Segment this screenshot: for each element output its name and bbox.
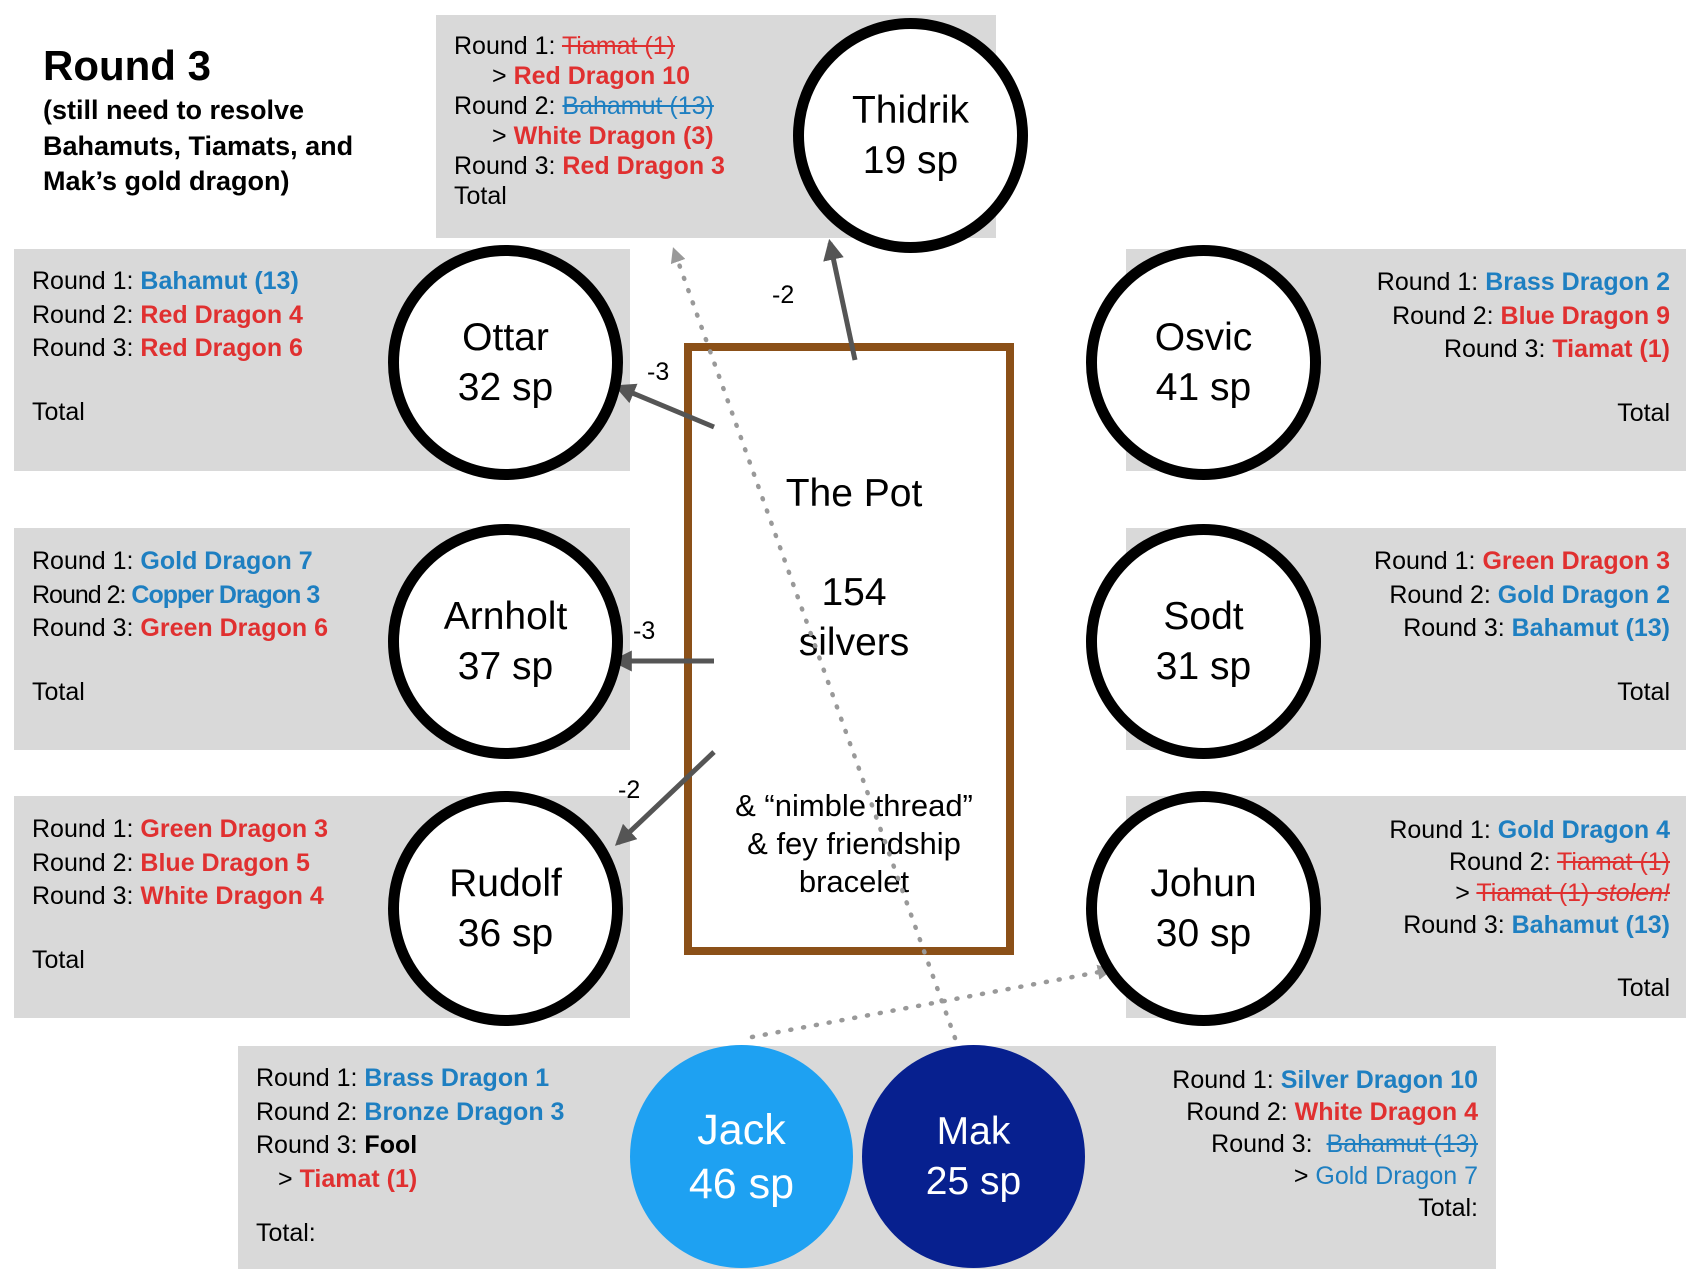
thidrik-token: Thidrik 19 sp [793, 18, 1028, 253]
struck-entry: Bahamut (13) [562, 92, 714, 120]
thidrik-rounds: Round 1: Tiamat (1) > Red Dragon 10 Roun… [454, 32, 725, 210]
player-name: Sodt [1163, 594, 1244, 638]
page-subtitle: (still need to resolve Bahamuts, Tiamats… [43, 93, 353, 200]
player-name: Johun [1150, 861, 1257, 905]
player-silver: 36 sp [457, 911, 554, 955]
pot-to-rudolf-arrow [614, 750, 716, 846]
ottar-rounds: Round 1: Bahamut (13) Round 2: Red Drago… [32, 267, 303, 362]
player-silver: 30 sp [1155, 911, 1252, 955]
pot-to-thidrik-arrow [823, 238, 858, 361]
player-silver: 32 sp [457, 365, 554, 409]
arnholt-rounds: Round 1: Gold Dragon 7 Round 2: Copper D… [32, 547, 328, 642]
arnholt-arrow-label: -3 [633, 617, 656, 645]
subtitle-line: Bahamuts, Tiamats, and [43, 130, 354, 161]
sodt-total: Total [1617, 678, 1670, 706]
player-silver: 19 sp [862, 138, 959, 182]
pot-to-ottar-arrow [614, 383, 715, 430]
pot-box [684, 343, 1014, 955]
player-silver: 37 sp [457, 644, 554, 688]
page-title: Round 3 [43, 42, 211, 89]
rudolf-token: Rudolf 36 sp [388, 791, 623, 1026]
thidrik-arrow-label: -2 [772, 281, 795, 309]
player-silver: 31 sp [1155, 644, 1252, 688]
pot-item: bracelet [798, 864, 910, 899]
johun-rounds: Round 1: Gold Dragon 4 Round 2: Tiamat (… [1389, 816, 1670, 939]
sodt-token: Sodt 31 sp [1086, 524, 1321, 759]
mak-rounds: Round 1: Silver Dragon 10 Round 2: White… [1172, 1066, 1478, 1222]
rudolf-rounds: Round 1: Green Dragon 3 Round 2: Blue Dr… [32, 815, 328, 910]
jack-to-johun-dotted-arrow [749, 964, 1114, 1040]
jack-token: Jack 46 sp [630, 1045, 853, 1268]
rudolf-arrow-label: -2 [618, 776, 641, 804]
mak-token: Mak 25 sp [862, 1045, 1085, 1268]
mak-to-thidrik-dotted-arrow [670, 247, 958, 1041]
pot-item: & “nimble thread” [735, 788, 973, 823]
ottar-total: Total [32, 398, 85, 426]
pot-items: & “nimble thread” & fey friendship brace… [704, 787, 1004, 901]
rudolf-total: Total [32, 946, 85, 974]
struck-entry: Tiamat (1) [1557, 847, 1670, 876]
player-name: Ottar [462, 315, 549, 359]
pot-amount: 154 [821, 571, 887, 614]
pot-item: & fey friendship [747, 826, 961, 861]
arnholt-token: Arnholt 37 sp [388, 524, 623, 759]
osvic-token: Osvic 41 sp [1086, 245, 1321, 480]
ottar-arrow-label: -3 [647, 358, 670, 386]
player-silver: 46 sp [688, 1159, 795, 1208]
player-silver: 41 sp [1155, 365, 1252, 409]
subtitle-line: Mak’s gold dragon) [43, 166, 290, 196]
pot-label: The Pot [785, 472, 923, 515]
osvic-total: Total [1617, 399, 1670, 427]
johun-token: Johun 30 sp [1086, 791, 1321, 1026]
jack-rounds: Round 1: Brass Dragon 1 Round 2: Bronze … [256, 1064, 565, 1193]
thidrik-total: Total [454, 182, 507, 210]
arnholt-total: Total [32, 678, 85, 706]
sodt-rounds: Round 1: Green Dragon 3 Round 2: Gold Dr… [1374, 547, 1670, 642]
player-name: Jack [697, 1105, 786, 1154]
player-name: Arnholt [443, 594, 568, 638]
subtitle-line: (still need to resolve [43, 95, 305, 125]
jack-total: Total: [256, 1219, 316, 1247]
ottar-token: Ottar 32 sp [388, 245, 623, 480]
osvic-rounds: Round 1: Brass Dragon 2 Round 2: Blue Dr… [1376, 268, 1670, 363]
struck-entry: Tiamat (1) [561, 32, 675, 60]
mak-total: Total: [1418, 1194, 1478, 1222]
player-name: Rudolf [449, 861, 562, 905]
struck-entry: Bahamut (13) [1326, 1130, 1478, 1158]
player-name: Osvic [1154, 315, 1253, 359]
player-silver: 25 sp [925, 1159, 1022, 1203]
struck-entry: Tiamat (1) stolen! [1476, 879, 1670, 907]
player-name: Mak [936, 1109, 1011, 1153]
player-name: Thidrik [851, 88, 970, 132]
johun-total: Total [1617, 974, 1670, 1002]
